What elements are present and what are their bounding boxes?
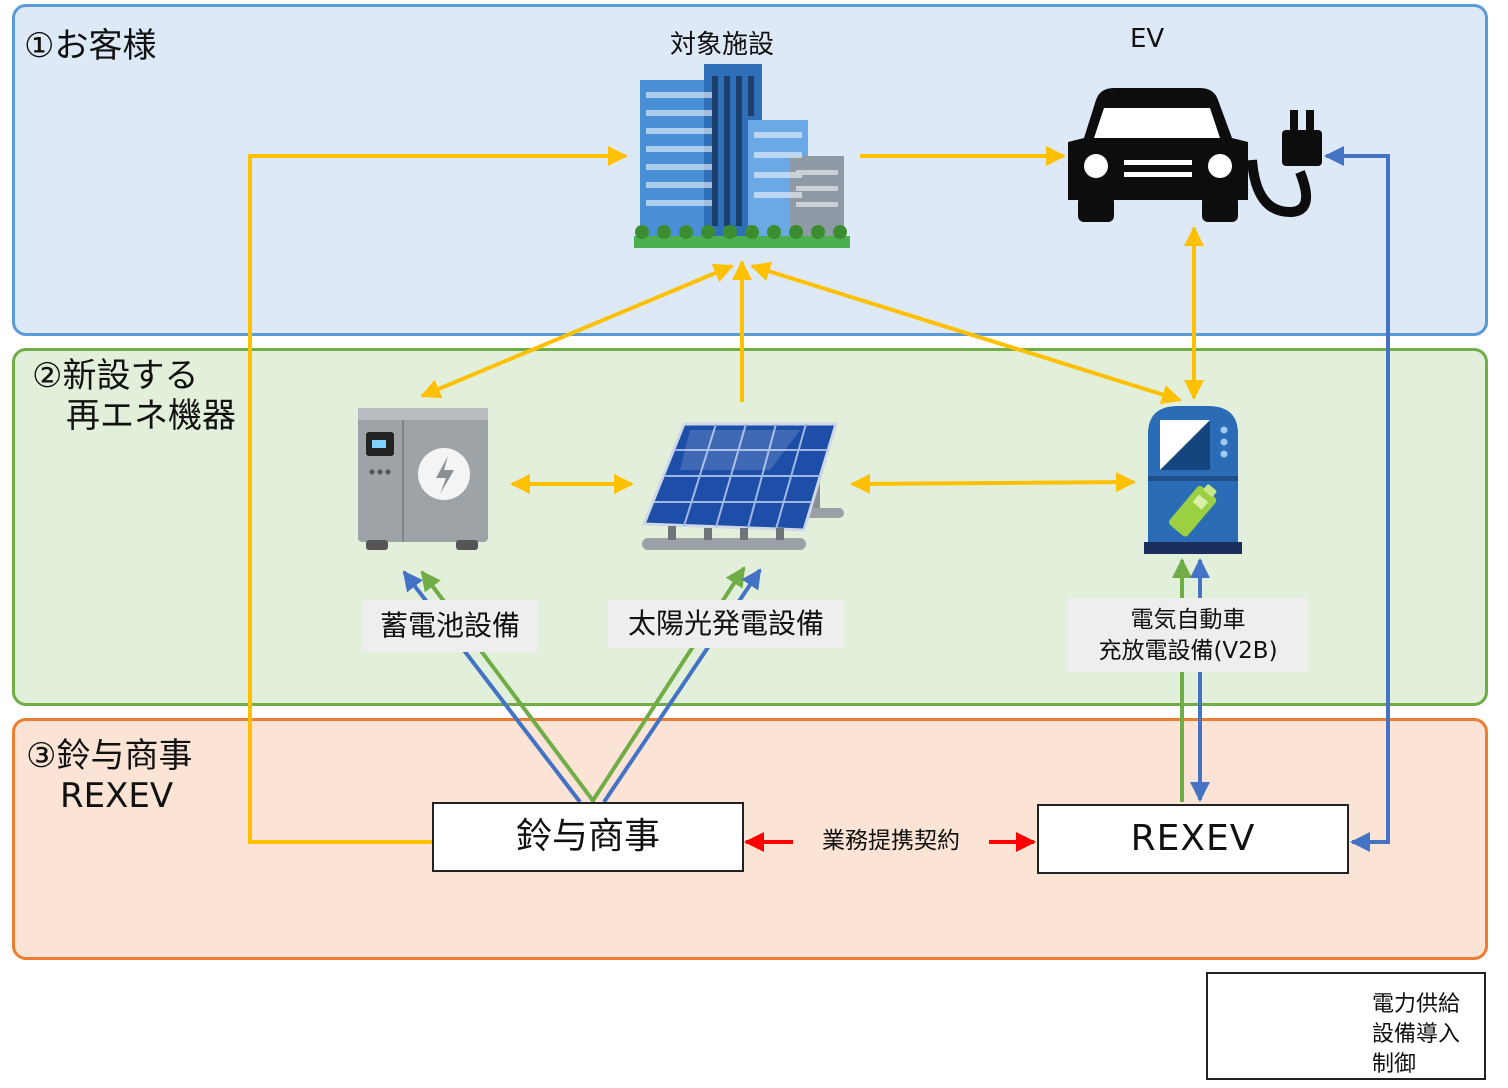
- company-zone-title: ③鈴与商事 REXEV: [26, 736, 193, 816]
- battery-tag: 蓄電池設備: [362, 600, 538, 652]
- contract-label: 業務提携契約: [793, 818, 989, 864]
- power-arrow-building-battery: [420, 263, 734, 399]
- customer-zone-title: ①お客様: [24, 26, 157, 66]
- building-icon: [634, 64, 850, 248]
- legend-power-label: 電力供給: [1372, 992, 1461, 1017]
- power-arrow-building-v2b: [750, 261, 1182, 405]
- legend-control-label: 制御: [1372, 1052, 1417, 1077]
- suzuyo-box: 鈴与商事: [432, 802, 744, 872]
- power-arrow-solar-v2b: [850, 472, 1136, 494]
- solar-panel-icon: [641, 422, 844, 550]
- v2b-tag-line2: 充放電設備(V2B): [1098, 638, 1278, 664]
- control-arrow-rexev-ev: [1324, 146, 1390, 852]
- v2b-charger-icon: [1144, 406, 1242, 554]
- car-icon: [1068, 88, 1322, 222]
- equipment-zone-title: ②新設する 再エネ機器: [32, 356, 236, 436]
- power-arrow-suzuyo-to-building: [248, 146, 628, 844]
- legend: 電力供給 設備導入 制御: [1206, 972, 1486, 1080]
- solar-tag: 太陽光発電設備: [608, 600, 844, 648]
- v2b-tag-line1: 電気自動車: [1130, 607, 1246, 633]
- ev-label: EV: [1130, 24, 1165, 54]
- v2b-tag: 電気自動車 充放電設備(V2B): [1068, 598, 1308, 672]
- battery-storage-icon: [358, 408, 488, 550]
- building-label: 対象施設: [670, 30, 775, 60]
- legend-install-label: 設備導入: [1372, 1022, 1461, 1047]
- rexev-box: REXEV: [1037, 804, 1349, 874]
